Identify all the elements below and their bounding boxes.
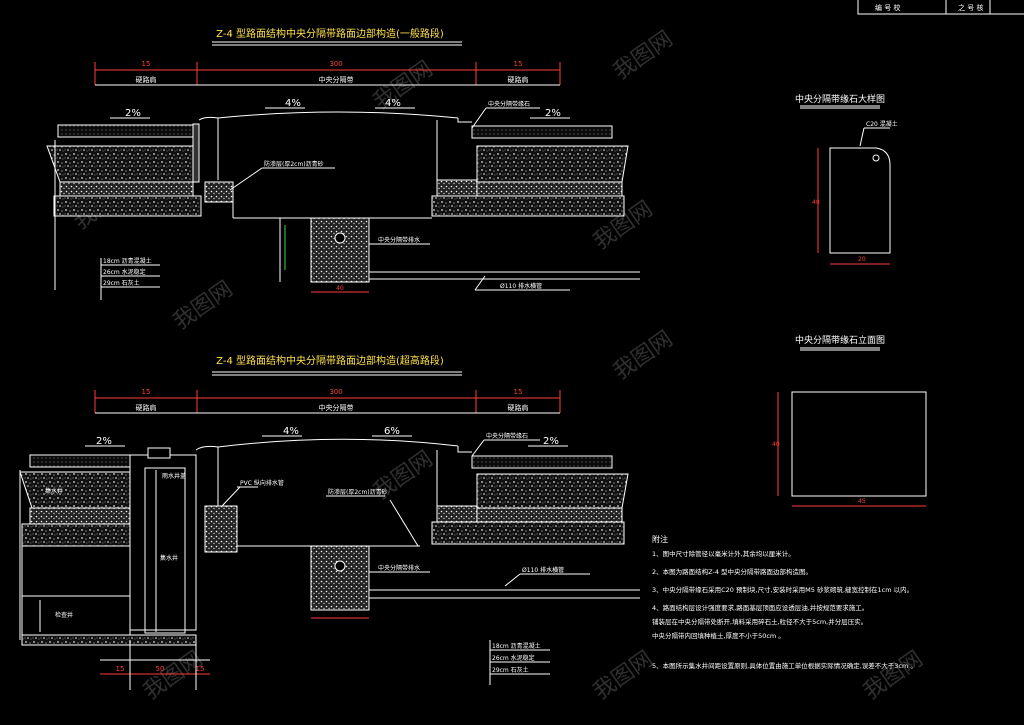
- notes: 附注 1、图中尺寸除管径以毫米计外,其余均以厘米计。 2、本图为路面结构Z-4 …: [652, 534, 917, 670]
- svg-text:我图网: 我图网: [369, 57, 437, 115]
- section1: Z-4 型路面结构中央分隔带路面边部构造(一般路段) 15 300 15 硬路肩…: [46, 27, 640, 300]
- s2-layer-1: 18cm 沥青混凝土: [492, 642, 541, 650]
- s1-layer-1: 18cm 沥青混凝土: [103, 257, 152, 265]
- detail2-height: 40: [772, 441, 780, 448]
- s2-dim-left: 15: [142, 388, 151, 396]
- s2-pipe-label: Ø110 排水横管: [522, 566, 564, 574]
- detail1-height: 40: [812, 199, 820, 206]
- s2-cover-label: 雨水井盖: [162, 472, 186, 480]
- detail1-tag: C20 混凝土: [866, 120, 898, 128]
- svg-text:我图网: 我图网: [139, 647, 207, 705]
- notes-item-1: 1、图中尺寸除管径以毫米计外,其余均以厘米计。: [652, 549, 795, 558]
- s1-layer-2: 26cm 水泥稳定: [103, 268, 146, 276]
- detail-curb-section: 中央分隔带缘石大样图 C20 混凝土 40 20: [795, 93, 898, 265]
- s1-layer-3: 29cm 石灰土: [103, 279, 140, 287]
- s2-sump-label: 集水井: [160, 554, 178, 562]
- notes-item-4: 4、路面结构层设计强度要求,路面基层顶面应设透层油,并按规范要求施工。: [652, 603, 868, 612]
- s2-bottom-dim-3: 15: [196, 665, 205, 673]
- s2-slope-2: 4%: [283, 426, 299, 437]
- s2-pvc-label: PVC 纵向排水管: [240, 479, 284, 487]
- detail-curb-elevation: 中央分隔带缘石立面图 40 45: [772, 334, 927, 507]
- s2-zone-right: 硬路肩: [508, 403, 529, 412]
- notes-item-3: 3、中央分隔带缘石采用C20 预制块,尺寸,安装时采用M5 砂浆砌筑,缝宽控制在…: [652, 585, 913, 594]
- title-block-cell2: 之 号 核: [958, 3, 983, 12]
- s2-slope-3: 6%: [384, 426, 400, 437]
- s2-slope-1: 2%: [96, 436, 112, 447]
- s1-drain-label: 中央分隔带排水: [378, 236, 420, 244]
- s1-slope-1: 2%: [125, 108, 141, 119]
- s1-zone-mid: 中央分隔带: [319, 75, 354, 84]
- s1-slope-4: 2%: [545, 108, 561, 119]
- notes-heading: 附注: [652, 534, 668, 544]
- s1-slope-2: 4%: [285, 98, 301, 109]
- s1-dim-left: 15: [142, 60, 151, 68]
- s1-bottom-dim: 40: [336, 285, 344, 292]
- notes-item-2: 2、本图为路面结构Z-4 型中央分隔带路面边部构造图。: [652, 567, 812, 576]
- s1-dim-mid: 300: [329, 60, 342, 68]
- title-block: 编 号 校 之 号 核: [857, 0, 1024, 15]
- s2-bottom-dim-2: 50: [156, 665, 165, 673]
- section2: Z-4 型路面结构中央分隔带路面边部构造(超高路段) 15 300 15 硬路肩…: [19, 354, 640, 690]
- s2-zone-left: 硬路肩: [136, 403, 157, 412]
- notes-item-7: 5、本图所示集水井间距设置原则,具体位置由施工单位根据实际情况确定,误差不大于3…: [652, 661, 917, 670]
- s1-waterproof-label: 防渗层(厚2cm)沥青砂: [264, 160, 324, 168]
- detail2-title: 中央分隔带缘石立面图: [795, 334, 885, 346]
- s1-pipe-label: Ø110 排水横管: [500, 282, 542, 290]
- s2-waterproof-label: 防渗层(厚2cm)沥青砂: [328, 488, 388, 496]
- notes-item-6: 中央分隔带内回填种植土,厚度不小于50cm 。: [652, 631, 785, 640]
- section1-title: Z-4 型路面结构中央分隔带路面边部构造(一般路段): [216, 27, 444, 40]
- section2-title: Z-4 型路面结构中央分隔带路面边部构造(超高路段): [216, 354, 444, 367]
- detail1-title: 中央分隔带缘石大样图: [795, 93, 885, 105]
- s2-zone-mid: 中央分隔带: [319, 403, 354, 412]
- s1-slope-3: 4%: [385, 98, 401, 109]
- svg-text:我图网: 我图网: [609, 27, 677, 85]
- s2-dim-mid: 300: [329, 388, 342, 396]
- title-block-cell1: 编 号 校: [875, 3, 900, 12]
- s2-dim-right: 15: [514, 388, 523, 396]
- s1-zone-right: 硬路肩: [508, 75, 529, 84]
- s2-drain-label: 中央分隔带排水: [378, 564, 420, 572]
- svg-text:我图网: 我图网: [609, 327, 677, 385]
- s2-collector-label: 集水井: [45, 487, 63, 495]
- svg-text:我图网: 我图网: [859, 647, 927, 705]
- s2-layer-2: 26cm 水泥稳定: [492, 654, 535, 662]
- notes-item-5: 铺装层在中央分隔带处断开,填料采用碎石土,粒径不大于5cm,并分层压实。: [652, 617, 867, 626]
- svg-text:我图网: 我图网: [169, 277, 237, 335]
- s1-curb-label: 中央分隔带缘石: [488, 100, 530, 108]
- s2-slope-4: 2%: [543, 436, 559, 447]
- s2-curb-label: 中央分隔带缘石: [486, 432, 528, 440]
- s1-dim-right: 15: [514, 60, 523, 68]
- s1-zone-left: 硬路肩: [136, 75, 157, 84]
- detail1-width: 20: [858, 256, 866, 263]
- s2-layer-3: 29cm 石灰土: [492, 666, 529, 674]
- detail2-width: 45: [858, 498, 866, 505]
- s2-pit-label: 检查井: [55, 611, 73, 619]
- s2-bottom-dim-1: 15: [116, 665, 125, 673]
- svg-text:我图网: 我图网: [589, 647, 657, 705]
